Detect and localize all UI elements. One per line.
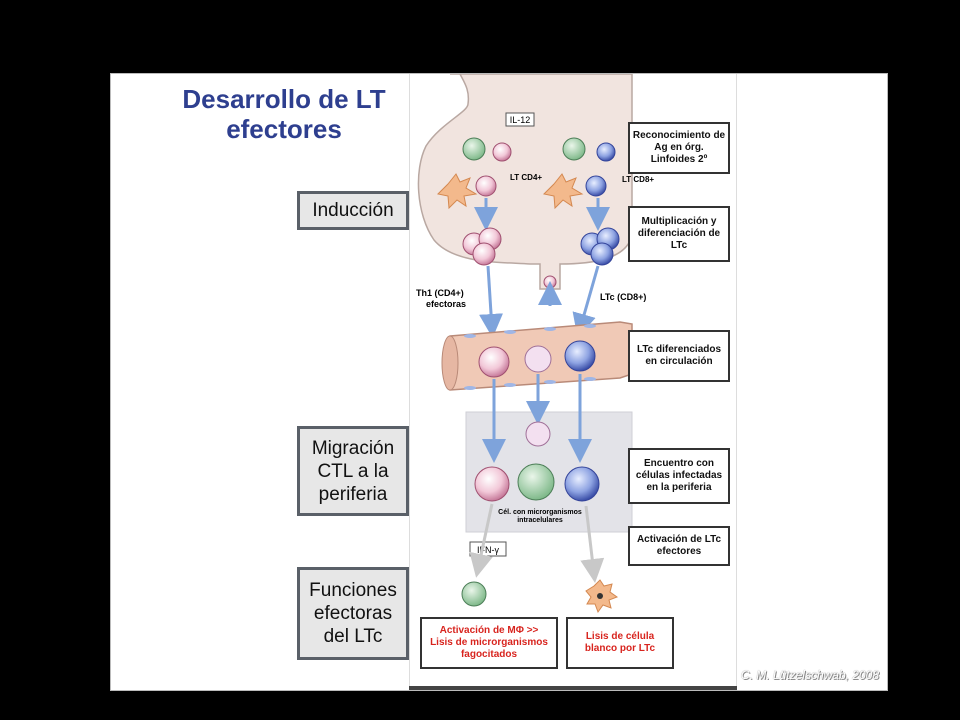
label-encounter: Encuentro con células infectadas en la p…: [628, 448, 730, 504]
credit-text: C. M. Lützelschwab, 2008: [740, 668, 879, 682]
label-circulation: LTc diferenciados en circulación: [628, 330, 730, 382]
ltc-cd8-label: LTc (CD8+): [600, 292, 646, 302]
dendritic-cells: [436, 173, 584, 210]
stage-migration: Migración CTL a la periferia: [297, 426, 409, 516]
label-target-lysis: Lisis de célula blanco por LTc: [566, 617, 674, 669]
lymphocyte-diagram: IL-12 LT CD4+ LT CD8+: [416, 74, 654, 614]
stage-induction: Inducción: [297, 191, 409, 230]
slide: Desarrollo de LT efectores Inducción Mig…: [110, 73, 888, 691]
ifn-label: IFN-γ: [477, 545, 499, 555]
il12-label: IL-12: [510, 115, 531, 125]
cd8-cluster: [580, 227, 620, 266]
figure-panel: IL-12 LT CD4+ LT CD8+: [409, 74, 737, 690]
label-activation: Activación de LTc efectores: [628, 526, 730, 566]
label-recognition: Reconocimiento de Ag en órg. Linfoides 2…: [628, 122, 730, 174]
cd4-cluster: [462, 227, 502, 266]
bottom-bar: [409, 686, 737, 690]
label-macrophage-activation: Activación de MΦ >> Lisis de microrganis…: [420, 617, 558, 669]
lt-cd4-label: LT CD4+: [510, 173, 542, 182]
lt-cd8-label: LT CD8+: [622, 175, 654, 184]
slide-title: Desarrollo de LT efectores: [182, 84, 386, 144]
th1-label: Th1 (CD4+)efectoras: [416, 288, 466, 309]
label-multiplication: Multiplicación y diferenciación de LTc: [628, 206, 730, 262]
stage-functions: Funciones efectoras del LTc: [297, 567, 409, 660]
